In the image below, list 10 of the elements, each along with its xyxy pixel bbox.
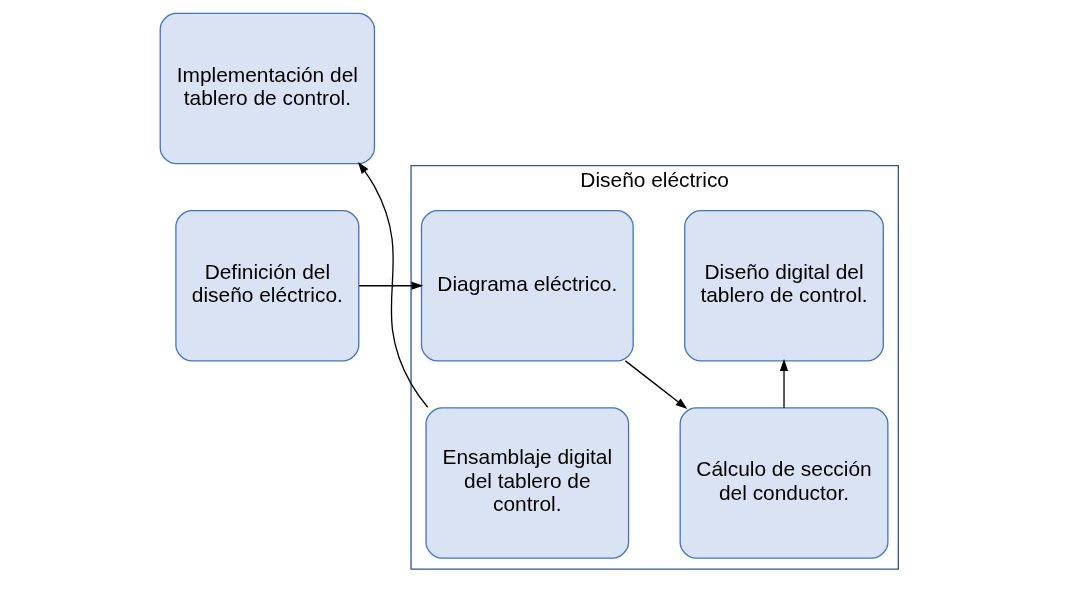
node-box: Diagrama eléctrico. <box>420 209 634 362</box>
node-box: Implementación del tablero de control. <box>159 12 376 165</box>
arrow <box>779 359 789 409</box>
node-box: Diseño digital del tablero de control. <box>684 209 884 362</box>
node-box: Ensamblaje digital del tablero de control. <box>425 407 630 559</box>
node-box: Cálculo de sección del conductor. <box>679 407 889 559</box>
node-box: Definición del diseño eléctrico. <box>175 209 360 362</box>
arrow <box>624 360 688 409</box>
arrow <box>358 281 424 290</box>
arrow <box>357 162 429 408</box>
